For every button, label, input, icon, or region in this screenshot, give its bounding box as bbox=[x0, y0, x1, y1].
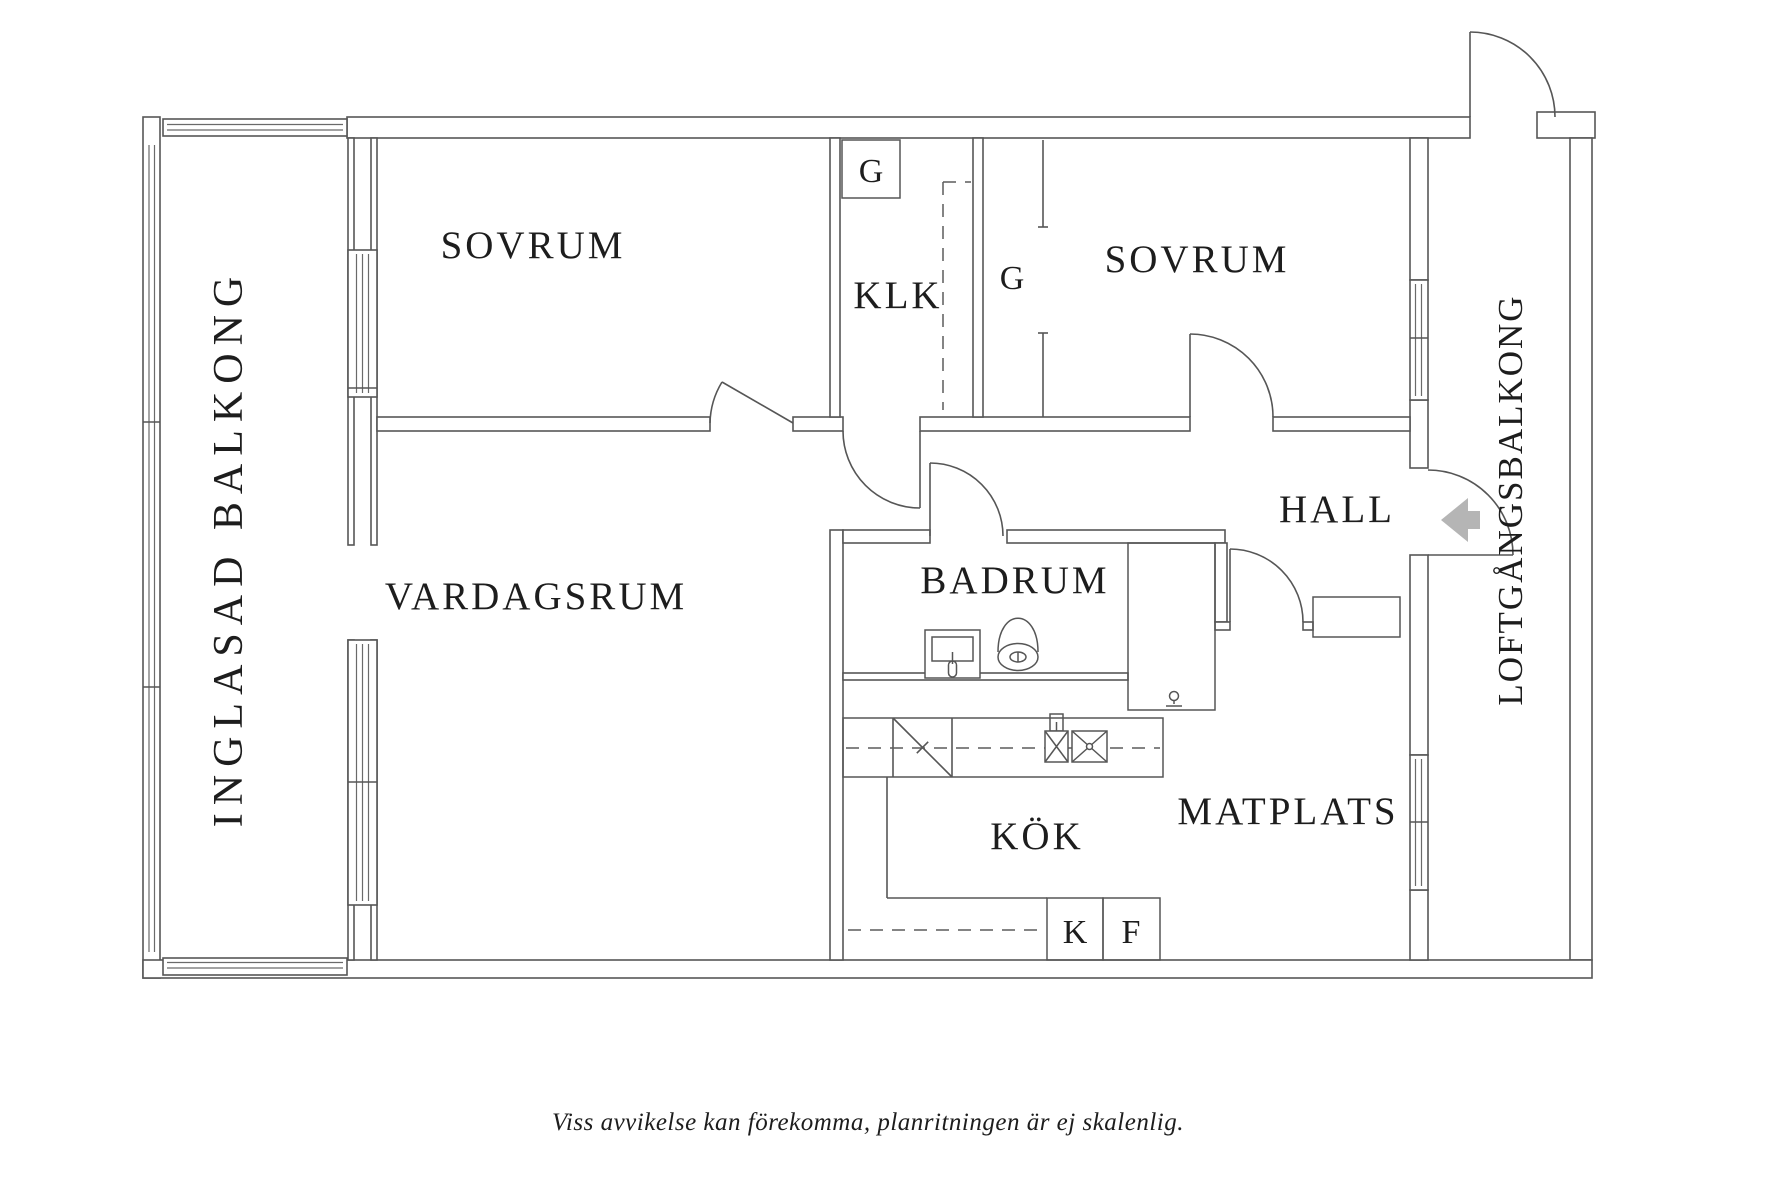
wardrobe-front-line bbox=[1038, 140, 1048, 417]
label-sovrum-right: SOVRUM bbox=[1105, 238, 1290, 281]
entrance-arrow-icon bbox=[1441, 498, 1480, 542]
label-badrum: BADRUM bbox=[920, 559, 1109, 602]
label-g-sovrum: G bbox=[1000, 260, 1025, 297]
kitchen-fittings bbox=[842, 713, 1164, 961]
window-vardagsrum bbox=[347, 639, 378, 906]
window-matplats bbox=[1409, 754, 1429, 891]
label-hall: HALL bbox=[1279, 488, 1395, 531]
door-sovrum-right bbox=[1189, 333, 1274, 418]
right-facade-wall bbox=[1409, 137, 1429, 961]
badrum-fixtures bbox=[924, 542, 1216, 711]
hall-closet bbox=[1312, 596, 1401, 638]
door-entrance bbox=[1427, 469, 1514, 556]
exterior-walls bbox=[142, 111, 1596, 979]
disclaimer-text: Viss avvikelse kan förekomma, planritnin… bbox=[552, 1109, 1184, 1136]
door-sovrum-left bbox=[709, 381, 794, 424]
label-g-klk: G bbox=[859, 153, 884, 190]
label-loftgangsbalkong: LOFTGÅNGSBALKONG bbox=[1491, 294, 1530, 705]
floor-drain-icon bbox=[1168, 690, 1180, 702]
kitchen-counter bbox=[842, 717, 1164, 778]
label-kyl: K bbox=[1063, 914, 1088, 951]
door-loftgang-top bbox=[1469, 31, 1556, 118]
label-klk: KLK bbox=[853, 274, 942, 317]
label-kok: KÖK bbox=[990, 815, 1084, 858]
door-klk bbox=[842, 430, 921, 509]
label-frys: F bbox=[1122, 914, 1141, 951]
door-badrum bbox=[929, 462, 1004, 537]
label-vardagsrum: VARDAGSRUM bbox=[385, 575, 687, 618]
kitchen-sink bbox=[1044, 713, 1108, 763]
label-matplats: MATPLATS bbox=[1177, 790, 1398, 833]
window-sovrum-left bbox=[347, 249, 378, 398]
freezer-box bbox=[1102, 897, 1161, 961]
balcony-partition bbox=[347, 137, 378, 961]
window-sovrum-right bbox=[1409, 279, 1429, 401]
washbasin bbox=[924, 629, 981, 679]
toilet bbox=[997, 617, 1039, 672]
klk-details bbox=[841, 139, 971, 410]
wardrobe-box bbox=[841, 139, 901, 199]
door-hall-matplats bbox=[1229, 548, 1304, 623]
shower bbox=[1127, 542, 1216, 711]
label-inglasad-balkong: INGLASAD BALKONG bbox=[206, 269, 252, 827]
label-sovrum-left: SOVRUM bbox=[441, 224, 626, 267]
interior-walls bbox=[376, 137, 1411, 961]
doors bbox=[709, 31, 1556, 623]
